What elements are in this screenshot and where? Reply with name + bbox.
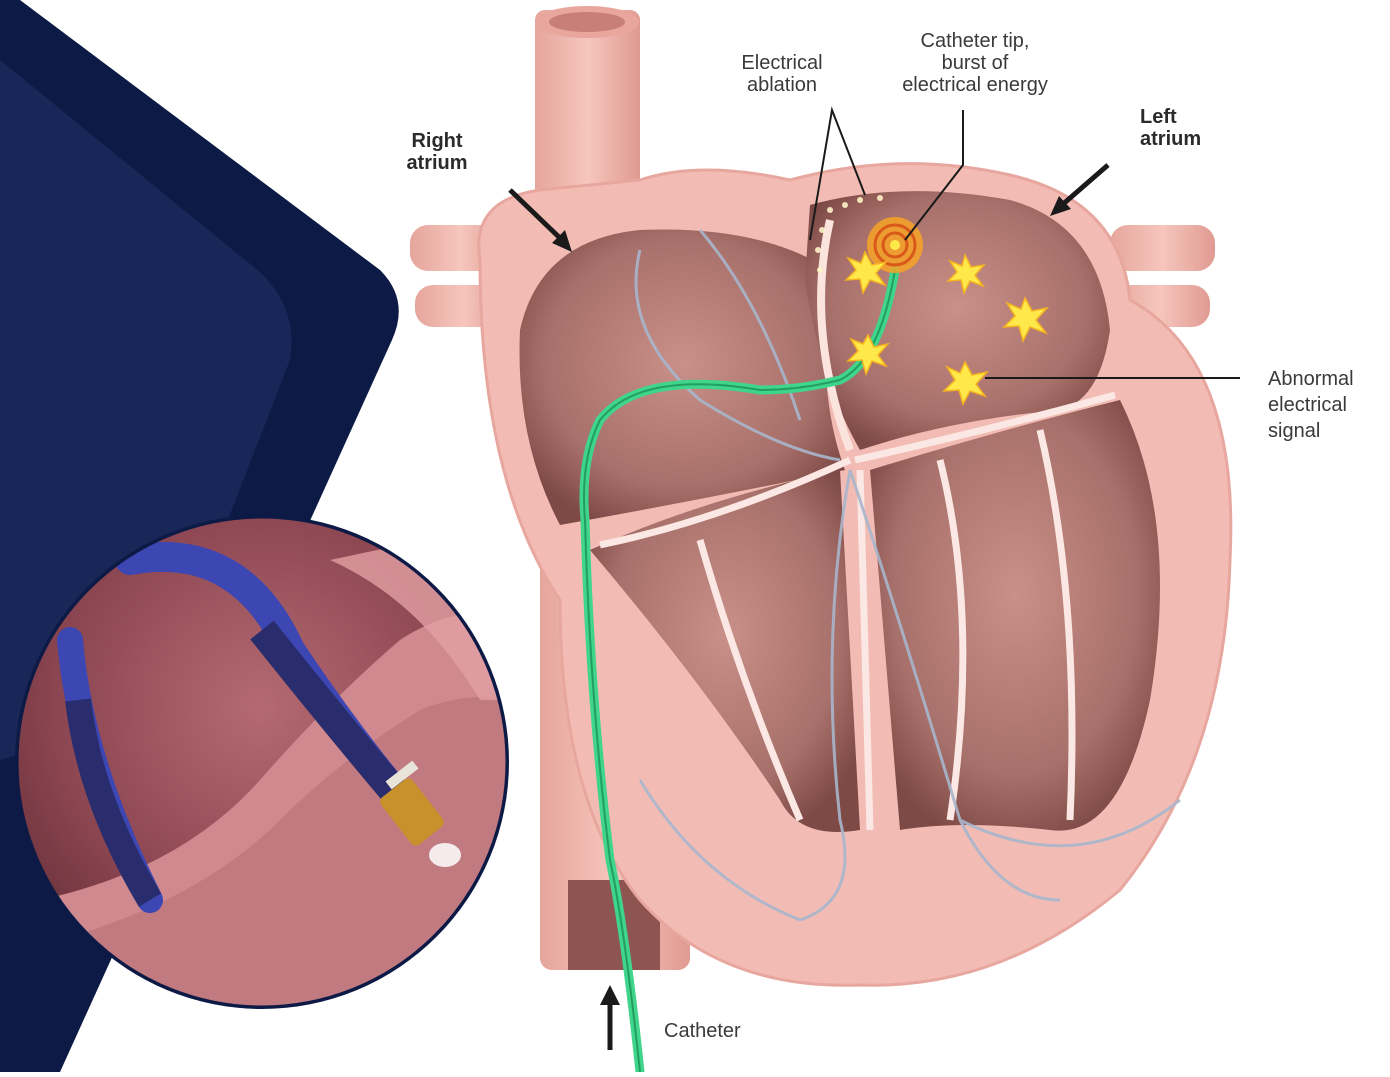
label-catheter-tip-line3: electrical energy [880, 74, 1070, 96]
label-electrical-ablation-line2: ablation [712, 74, 852, 96]
label-left-atrium-line1: Left [1140, 106, 1230, 128]
label-left-atrium: Left atrium [1140, 106, 1230, 150]
label-right-atrium: Right atrium [382, 130, 492, 174]
label-right-atrium-line1: Right [382, 130, 492, 152]
pulmonary-vein-right-1 [1110, 225, 1215, 271]
left-ventricle [870, 400, 1160, 831]
aorta [535, 10, 640, 200]
label-catheter-tip: Catheter tip, burst of electrical energy [880, 30, 1070, 96]
label-abnormal-signal-line1: Abnormal [1268, 366, 1383, 392]
label-left-atrium-line2: atrium [1140, 128, 1230, 150]
label-abnormal-signal-line3: signal [1268, 418, 1383, 444]
label-abnormal-signal: Abnormal electrical signal [1268, 366, 1383, 444]
label-catheter: Catheter [664, 1020, 784, 1042]
label-electrical-ablation-line1: Electrical [712, 52, 852, 74]
label-abnormal-signal-line2: electrical [1268, 392, 1383, 418]
label-catheter-tip-line1: Catheter tip, [880, 30, 1070, 52]
label-catheter-tip-line2: burst of [880, 52, 1070, 74]
arrow-icon [600, 985, 620, 1050]
label-electrical-ablation: Electrical ablation [712, 52, 852, 96]
label-right-atrium-line2: atrium [382, 152, 492, 174]
